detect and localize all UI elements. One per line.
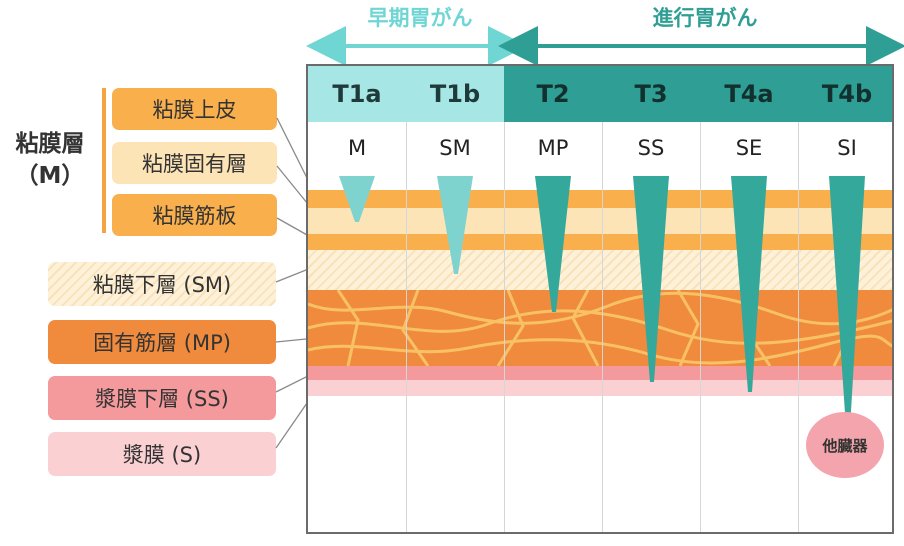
column-divider xyxy=(700,66,701,532)
muscularis-mucosae-label: 粘膜筋板 xyxy=(112,194,277,236)
band-serosa xyxy=(308,380,892,396)
mucosa-group-label: 粘膜層 （M） xyxy=(0,128,100,192)
lamina-propria-label: 粘膜固有層 xyxy=(112,142,277,184)
serosa-label: 漿膜 (S) xyxy=(48,432,276,476)
header-t2: T2 xyxy=(504,66,602,122)
depth-m: M xyxy=(347,136,367,160)
header-t4a: T4a xyxy=(700,66,798,122)
tumor-wedge-t2 xyxy=(535,176,571,312)
mucosa-group-title: 粘膜層 xyxy=(15,131,85,157)
tumor-wedge-t4a xyxy=(731,176,767,392)
column-divider xyxy=(798,66,799,532)
stage-arrows xyxy=(306,26,904,64)
mucosa-bracket xyxy=(102,88,106,233)
muscularis-propria-label: 固有筋層 (MP) xyxy=(48,320,276,364)
tumor-wedge-t3 xyxy=(633,176,669,382)
depth-mp: MP xyxy=(537,136,569,160)
depth-se: SE xyxy=(735,136,763,160)
column-divider xyxy=(602,66,603,532)
other-organ-bubble: 他臓器 xyxy=(806,412,884,478)
submucosa-label: 粘膜下層 (SM) xyxy=(48,262,276,306)
band-subserosa xyxy=(308,366,892,380)
header-t1b: T1b xyxy=(406,66,504,122)
header-t3: T3 xyxy=(602,66,700,122)
depth-ss: SS xyxy=(637,136,665,160)
tnm-depth-diagram: T1a T1b T2 T3 T4a T4b M SM MP SS SE SI xyxy=(306,64,894,534)
depth-si: SI xyxy=(837,136,857,160)
column-divider xyxy=(504,66,505,532)
depth-sm: SM xyxy=(439,136,471,160)
band-muscularis-propria xyxy=(308,290,892,366)
column-divider xyxy=(406,66,407,532)
epithelium-label: 粘膜上皮 xyxy=(112,88,277,130)
mucosa-group-abbr: （M） xyxy=(15,163,85,189)
header-t4b: T4b xyxy=(798,66,892,122)
tumor-wedge-t1b xyxy=(437,176,473,274)
tumor-wedge-t1a xyxy=(339,176,375,222)
header-t1a: T1a xyxy=(308,66,406,122)
tumor-wedge-t4b xyxy=(829,176,865,428)
band-submucosa xyxy=(308,250,892,290)
band-lamina-propria xyxy=(308,208,892,234)
tumor-wedges xyxy=(339,176,865,428)
subserosa-label: 漿膜下層 (SS) xyxy=(48,376,276,420)
